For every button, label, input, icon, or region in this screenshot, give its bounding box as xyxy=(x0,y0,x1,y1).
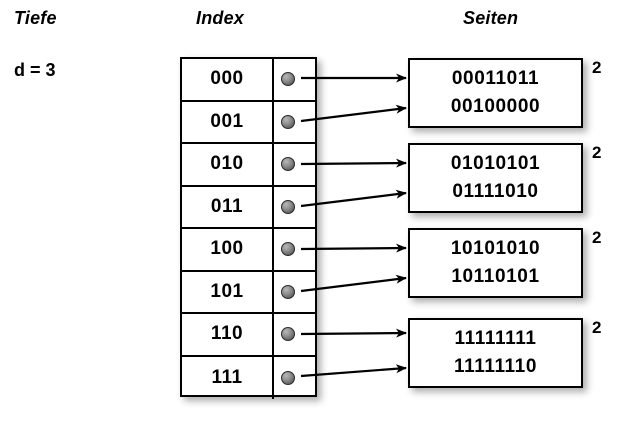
page-local-depth: 2 xyxy=(592,318,602,337)
index-row[interactable]: 110 xyxy=(182,314,315,357)
index-pointer-cell[interactable] xyxy=(272,356,315,399)
pointer-dot-icon xyxy=(281,157,295,172)
page-record: 00100000 xyxy=(450,96,541,117)
page-box[interactable]: 00011011 00100000 xyxy=(408,58,583,128)
index-table: 000 001 010 011 100 xyxy=(180,57,317,399)
pointer-dot-icon xyxy=(281,114,295,129)
index-key: 111 xyxy=(211,366,243,388)
index-pointer-cell[interactable] xyxy=(272,314,315,355)
index-pointer-cell[interactable] xyxy=(272,271,315,312)
page-record: 01111010 xyxy=(452,181,539,202)
index-row[interactable]: 010 xyxy=(182,144,315,187)
index-key: 110 xyxy=(210,323,244,345)
index-row[interactable]: 111 xyxy=(182,356,315,399)
page-record: 10101010 xyxy=(450,238,541,260)
index-row[interactable]: 101 xyxy=(182,271,315,314)
index-pointer-cell[interactable] xyxy=(272,101,315,142)
pointer-dot-icon xyxy=(281,327,295,342)
page-local-depth: 2 xyxy=(592,228,602,247)
page-box[interactable]: 10101010 10110101 xyxy=(408,228,583,298)
index-key: 011 xyxy=(210,195,244,217)
page-record: 10110101 xyxy=(451,266,540,287)
page-record: 00011011 xyxy=(451,68,540,90)
index-row[interactable]: 100 xyxy=(182,229,315,272)
page-local-depth: 2 xyxy=(592,58,602,77)
column-heading-depth: Tiefe xyxy=(14,8,57,28)
page-record: 01010101 xyxy=(450,153,541,175)
pointer-dot-icon xyxy=(281,242,295,257)
index-row[interactable]: 001 xyxy=(182,101,315,144)
depth-value-label: d = 3 xyxy=(14,60,56,80)
index-row[interactable]: 011 xyxy=(182,186,315,229)
pointer-dot-icon xyxy=(281,199,295,214)
pointer-dot-icon xyxy=(281,284,295,299)
page-record: 11111111 xyxy=(454,328,537,350)
index-key: 000 xyxy=(210,68,244,90)
index-pointer-cell[interactable] xyxy=(272,59,315,100)
pointer-dot-icon xyxy=(281,72,295,87)
page-local-depth: 2 xyxy=(592,143,602,162)
pointer-dot-icon xyxy=(281,370,295,385)
index-row[interactable]: 000 xyxy=(182,59,315,102)
index-key: 001 xyxy=(210,110,244,132)
column-heading-pages: Seiten xyxy=(463,8,519,28)
page-record: 11111110 xyxy=(453,356,538,377)
index-key: 010 xyxy=(210,153,244,175)
index-pointer-cell[interactable] xyxy=(272,229,315,270)
page-box[interactable]: 01010101 01111010 xyxy=(408,143,583,213)
column-heading-index: Index xyxy=(196,8,245,28)
page-box[interactable]: 11111111 11111110 xyxy=(408,318,583,388)
index-pointer-cell[interactable] xyxy=(272,144,315,185)
index-pointer-cell[interactable] xyxy=(272,186,315,227)
index-key: 100 xyxy=(210,238,244,260)
index-key: 101 xyxy=(210,280,244,302)
